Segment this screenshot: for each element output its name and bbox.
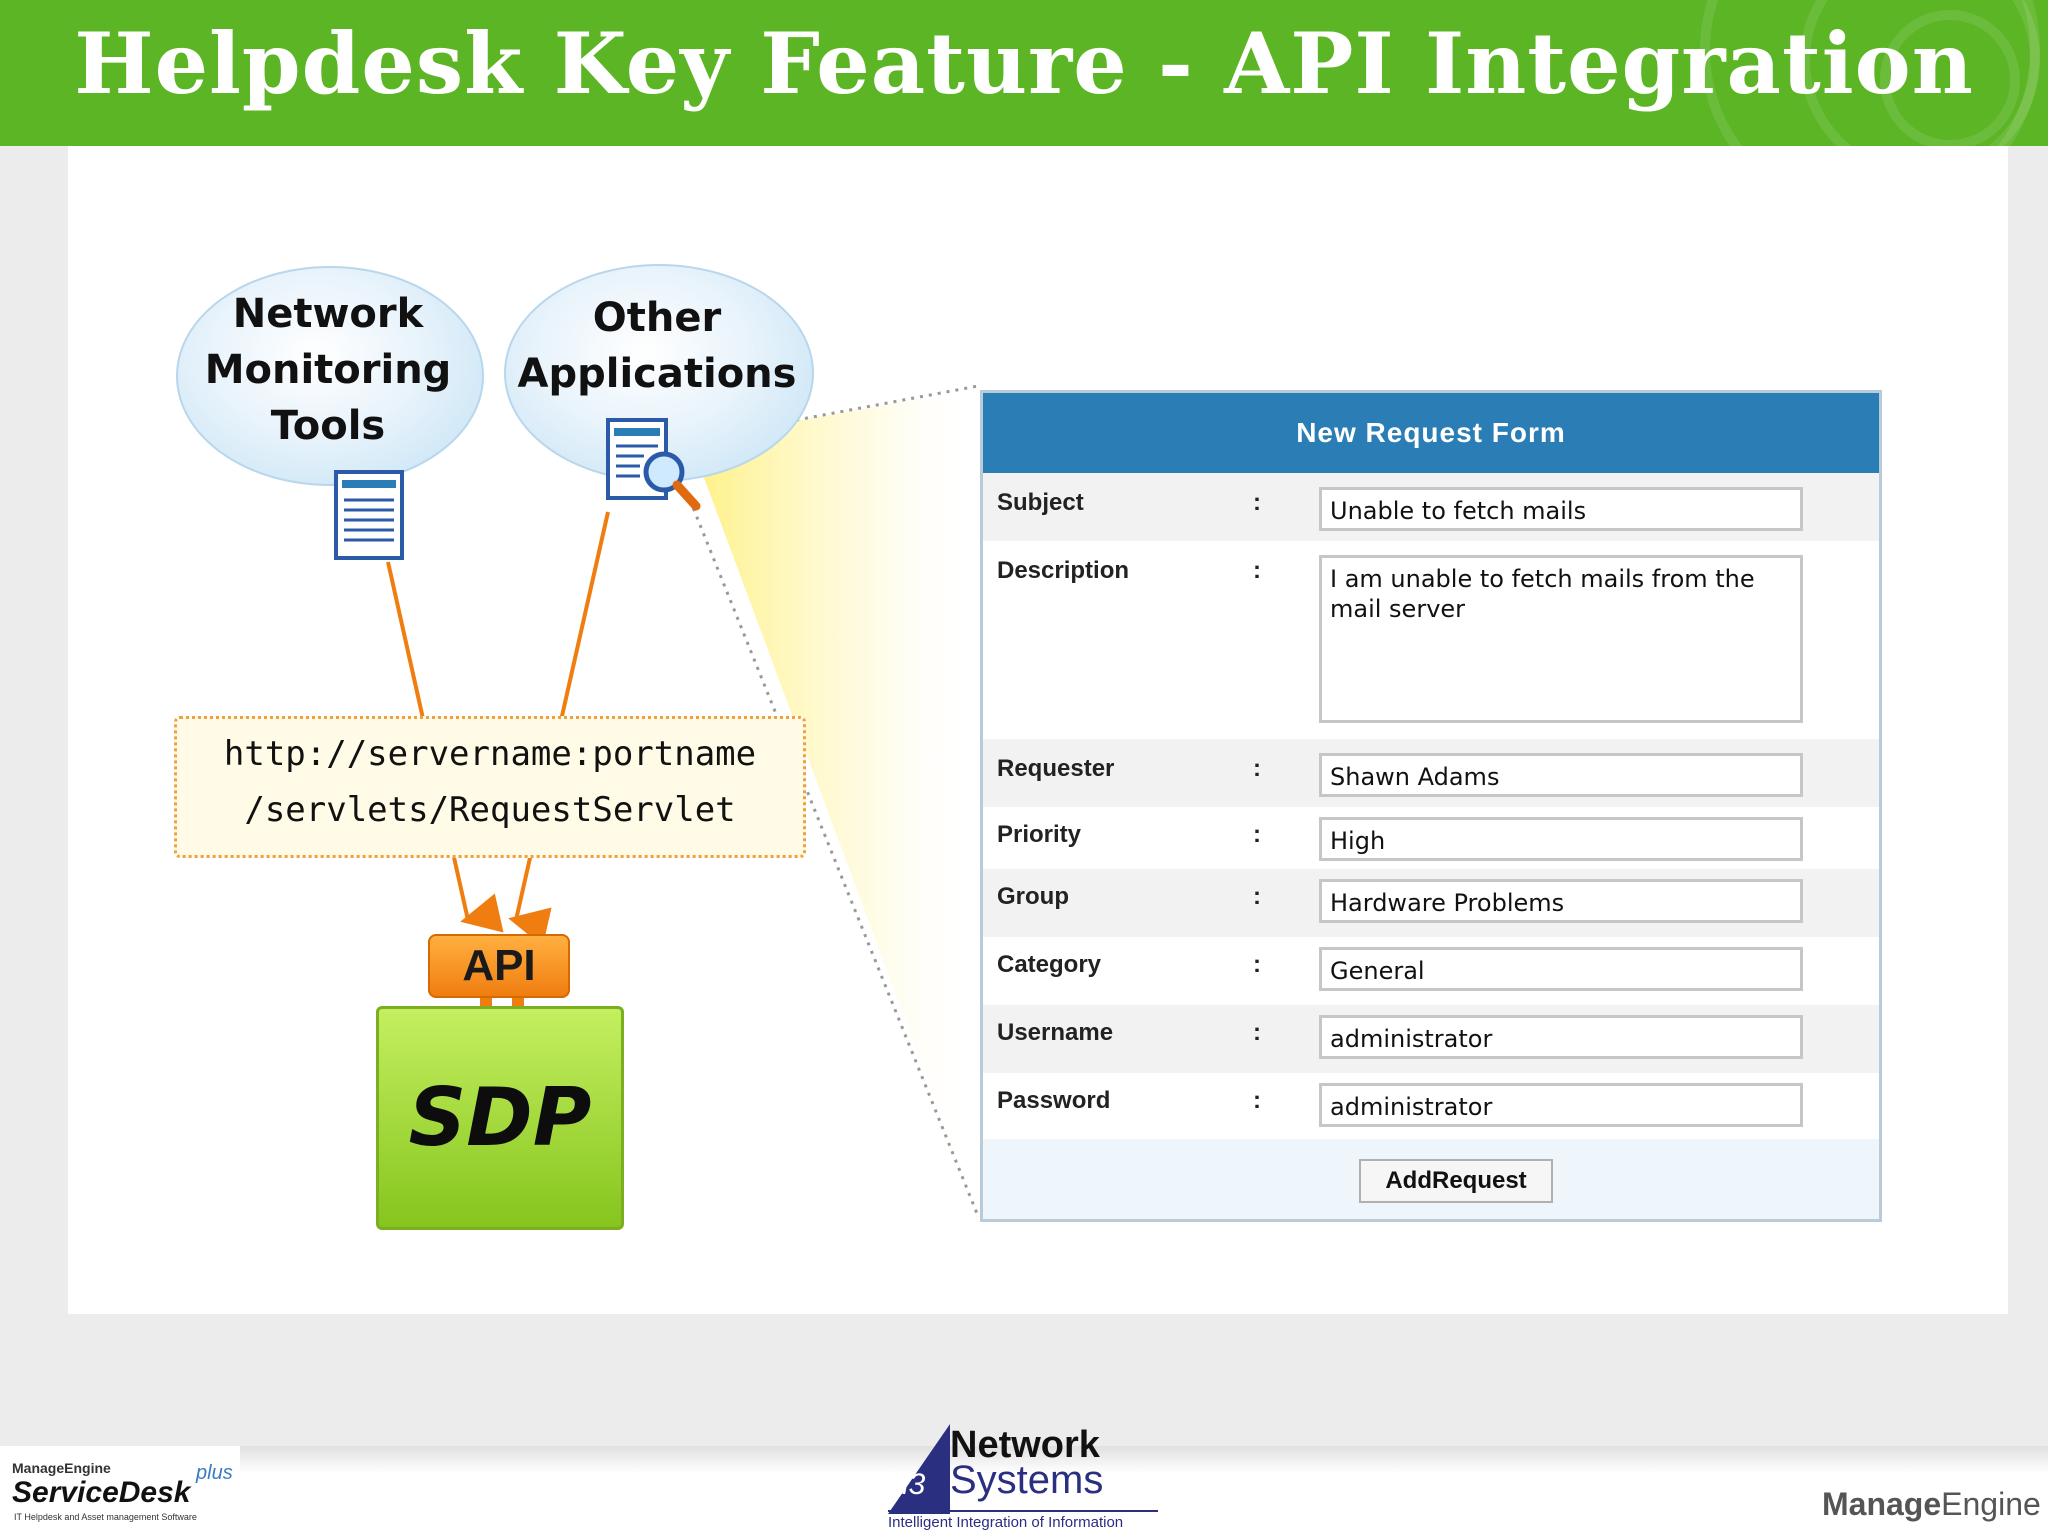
form-row-password: Password : administrator [983,1073,1879,1139]
group-label: Group [997,883,1069,910]
bubble-network-monitoring [176,266,484,486]
form-row-requester: Requester : Shawn Adams [983,739,1879,807]
colon: : [1253,489,1261,516]
servicedesk-logo-sub: IT Helpdesk and Asset management Softwar… [14,1512,197,1522]
servicedesk-logo: ManageEngine ServiceDesk plus IT Helpdes… [0,1446,240,1536]
document-search-icon [606,418,701,511]
colon: : [1253,951,1261,978]
bubble-other-label: Other Applications [517,295,797,397]
priority-field[interactable]: High [1319,817,1803,861]
password-label: Password [997,1087,1111,1114]
servicedesk-logo-main: ServiceDesk [12,1476,191,1509]
i3-network-text: Network [950,1424,1100,1466]
requester-field[interactable]: Shawn Adams [1319,753,1803,797]
bubble-network-label: Network Monitoring Tools [204,291,452,449]
description-label: Description [997,557,1130,584]
sdp-block: SDP [376,1006,624,1230]
manageengine-engine: Engine [1941,1486,2041,1522]
add-request-button[interactable]: AddRequest [1359,1159,1553,1203]
form-row-priority: Priority : High [983,807,1879,869]
callout-line-top [689,384,979,442]
callout-line-bottom [688,499,980,1217]
form-row-subject: Subject : Unable to fetch mails [983,473,1879,541]
manageengine-logo: ManageEngine [1822,1486,2041,1523]
form-row-description: Description : I am unable to fetch mails… [983,541,1879,739]
subject-label: Subject [997,489,1084,516]
url-line-1: http://servername:portname [223,734,757,774]
group-field[interactable]: Hardware Problems [1319,879,1803,923]
i3-logo-mark [888,1424,950,1514]
page-title: Helpdesk Key Feature - API Integration [74,14,1974,113]
servicedesk-logo-top: ManageEngine [12,1460,111,1476]
api-block: API [428,934,570,998]
header-bar: Helpdesk Key Feature - API Integration [0,0,2048,146]
colon: : [1253,1087,1261,1114]
password-field[interactable]: administrator [1319,1083,1803,1127]
form-row-group: Group : Hardware Problems [983,869,1879,937]
form-heading: New Request Form [983,393,1879,473]
manageengine-manage: Manage [1822,1486,1942,1522]
category-label: Category [997,951,1102,978]
form-row-username: Username : administrator [983,1005,1879,1073]
colon: : [1253,557,1261,584]
username-label: Username [997,1019,1114,1046]
colon: : [1253,883,1261,910]
document-icon [334,470,404,560]
username-field[interactable]: administrator [1319,1015,1803,1059]
new-request-form: New Request Form Subject : Unable to fet… [980,390,1882,1222]
form-row-category: Category : General [983,937,1879,1005]
requester-label: Requester [997,755,1115,782]
category-field[interactable]: General [1319,947,1803,991]
description-textarea[interactable]: I am unable to fetch mails from the mail… [1319,555,1803,723]
footer-bar [0,1446,2048,1536]
beam-shape [690,388,978,1216]
colon: : [1253,821,1261,848]
i3-tagline: Intelligent Integration of Information [888,1514,1124,1531]
priority-label: Priority [997,821,1082,848]
i3-divider [888,1510,1158,1512]
i3-mark-text: i3 [902,1468,926,1501]
url-box [174,716,806,858]
subject-field[interactable]: Unable to fetch mails [1319,487,1803,531]
servicedesk-logo-plus: plus [196,1462,233,1484]
i3-systems-text: Systems [950,1458,1104,1502]
i3-network-systems-logo: i3 Network Systems Intelligent Integrati… [888,1424,1158,1534]
url-line-2: /servlets/RequestServlet [244,790,736,830]
colon: : [1253,755,1261,782]
colon: : [1253,1019,1261,1046]
